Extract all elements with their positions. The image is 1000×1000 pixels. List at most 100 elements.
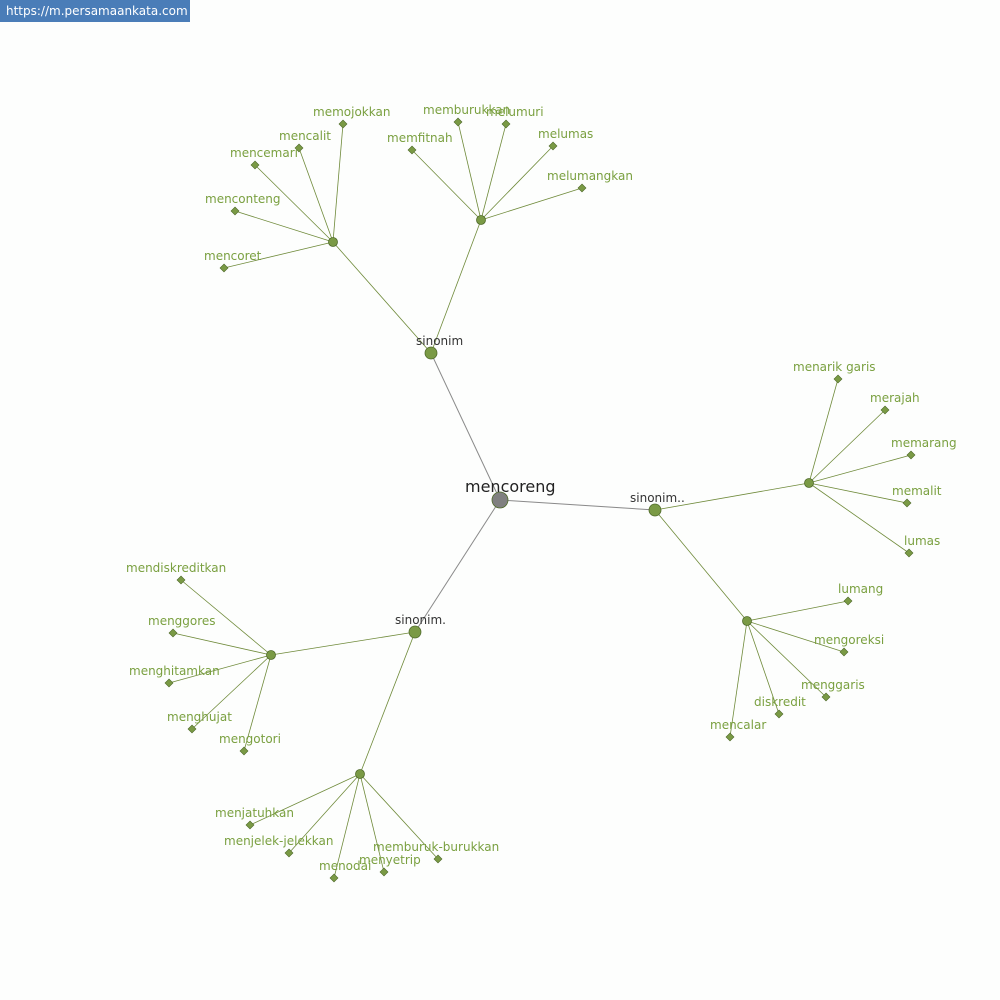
leaf-node[interactable]: [219, 263, 229, 273]
cluster-leaf-edge: [298, 147, 334, 243]
cluster-leaf-edge: [359, 773, 385, 873]
leaf-label: memalit: [892, 484, 942, 498]
leaf-node[interactable]: [880, 405, 890, 415]
leaf-node[interactable]: [833, 374, 843, 384]
leaf-label: memburuk-burukkan: [373, 840, 499, 854]
leaf-label: melumuri: [486, 105, 544, 119]
leaf-node[interactable]: [433, 854, 443, 864]
leaf-node[interactable]: [774, 709, 784, 719]
leaf-node[interactable]: [843, 596, 853, 606]
cluster-leaf-edge: [746, 620, 845, 653]
leaf-node[interactable]: [176, 575, 186, 585]
cluster-leaf-edge: [172, 632, 272, 656]
leaf-label: mendiskreditkan: [126, 561, 226, 575]
leaf-label: menghitamkan: [129, 664, 220, 678]
leaf-label: memojokkan: [313, 105, 390, 119]
leaf-node[interactable]: [453, 117, 463, 127]
leaf-node[interactable]: [245, 820, 255, 830]
cluster-leaf-edge: [746, 600, 849, 622]
leaf-label: menghujat: [167, 710, 232, 724]
leaf-node[interactable]: [379, 867, 389, 877]
hub-label: sinonim..: [630, 491, 685, 505]
leaf-label: menyetrip: [359, 853, 421, 867]
hub-cluster-edge: [430, 219, 482, 354]
leaf-node[interactable]: [250, 160, 260, 170]
hub-label: sinonim: [416, 334, 463, 348]
cluster-leaf-edge: [746, 620, 827, 698]
leaf-label: melumas: [538, 127, 593, 141]
cluster-leaf-edge: [223, 241, 334, 269]
leaf-node[interactable]: [501, 119, 511, 129]
hub-node[interactable]: [424, 346, 438, 360]
leaf-node[interactable]: [230, 206, 240, 216]
cluster-leaf-edge: [254, 164, 334, 243]
cluster-leaf-edge: [359, 773, 439, 860]
leaf-label: menconteng: [205, 192, 281, 206]
cluster-node[interactable]: [742, 616, 752, 626]
leaf-node[interactable]: [725, 732, 735, 742]
leaf-label: menggores: [148, 614, 216, 628]
leaf-node[interactable]: [577, 183, 587, 193]
cluster-leaf-edge: [411, 149, 482, 221]
hub-cluster-edge: [332, 241, 432, 354]
hub-label: sinonim.: [395, 613, 446, 627]
root-hub-edge: [499, 499, 656, 511]
cluster-leaf-edge: [480, 123, 507, 221]
leaf-node[interactable]: [548, 141, 558, 151]
leaf-node[interactable]: [164, 678, 174, 688]
root-node[interactable]: [491, 491, 509, 509]
leaf-label: lumas: [904, 534, 940, 548]
cluster-leaf-edge: [333, 773, 361, 879]
cluster-leaf-edge: [729, 620, 748, 738]
leaf-node[interactable]: [821, 692, 831, 702]
leaf-node[interactable]: [407, 145, 417, 155]
leaf-node[interactable]: [338, 119, 348, 129]
cluster-leaf-edge: [288, 773, 361, 854]
cluster-leaf-edge: [457, 121, 482, 221]
leaf-label: menggaris: [801, 678, 865, 692]
cluster-leaf-edge: [168, 654, 272, 684]
leaf-label: memfitnah: [387, 131, 453, 145]
leaf-node[interactable]: [839, 647, 849, 657]
leaf-node[interactable]: [902, 498, 912, 508]
leaf-node[interactable]: [239, 746, 249, 756]
cluster-leaf-edge: [332, 123, 344, 243]
leaf-label: menodai: [319, 859, 371, 873]
leaf-label: memburukkan: [423, 103, 510, 117]
source-url-badge[interactable]: https://m.persamaankata.com: [0, 0, 190, 22]
hub-cluster-edge: [270, 631, 416, 656]
leaf-node[interactable]: [906, 450, 916, 460]
hub-node[interactable]: [648, 503, 662, 517]
leaf-node[interactable]: [168, 628, 178, 638]
leaf-label: mencemari: [230, 146, 298, 160]
hub-cluster-edge: [654, 482, 810, 511]
leaf-label: menarik garis: [793, 360, 876, 374]
cluster-leaf-edge: [191, 654, 272, 730]
hub-cluster-edge: [654, 509, 748, 622]
cluster-leaf-edge: [180, 579, 272, 656]
cluster-leaf-edge: [808, 454, 912, 484]
cluster-node[interactable]: [804, 478, 814, 488]
leaf-node[interactable]: [294, 143, 304, 153]
root-label: mencoreng: [465, 477, 556, 496]
root-hub-edge: [414, 499, 501, 633]
cluster-leaf-edge: [808, 482, 908, 504]
cluster-node[interactable]: [476, 215, 486, 225]
cluster-node[interactable]: [355, 769, 365, 779]
cluster-leaf-edge: [808, 409, 886, 484]
cluster-node[interactable]: [328, 237, 338, 247]
leaf-node[interactable]: [329, 873, 339, 883]
hub-node[interactable]: [408, 625, 422, 639]
leaf-label: memarang: [891, 436, 957, 450]
root-hub-edge: [430, 352, 501, 501]
hub-cluster-edge: [359, 631, 416, 775]
leaf-label: mencalar: [710, 718, 766, 732]
cluster-leaf-edge: [249, 773, 361, 826]
cluster-leaf-edge: [746, 620, 780, 715]
leaf-node[interactable]: [284, 848, 294, 858]
leaf-label: menjelek-jelekkan: [224, 834, 333, 848]
leaf-node[interactable]: [187, 724, 197, 734]
leaf-node[interactable]: [904, 548, 914, 558]
cluster-node[interactable]: [266, 650, 276, 660]
